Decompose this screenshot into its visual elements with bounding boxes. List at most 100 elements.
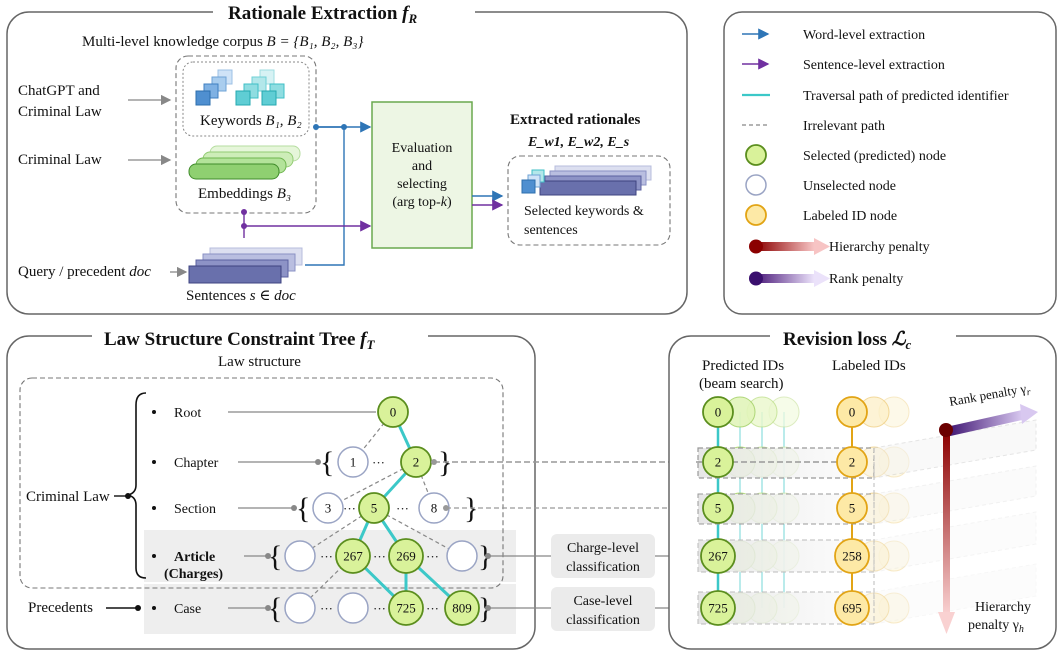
charge-cls-line2: classification	[566, 560, 640, 575]
svg-text:8: 8	[431, 501, 438, 516]
svg-text:0: 0	[715, 405, 722, 420]
tree-node-case-725: 725	[388, 590, 424, 626]
legend-unselected-node	[745, 174, 767, 196]
predicted-node-2: 5	[702, 492, 734, 524]
ellipsis-section-1: ···	[343, 501, 356, 516]
predicted-node-0: 0	[702, 396, 734, 428]
level-section: Section	[174, 502, 216, 517]
legend-label-3: Irrelevant path	[803, 119, 885, 134]
predicted-label-1: Predicted IDs	[702, 358, 784, 374]
hierarchy-penalty-arrow	[943, 432, 950, 614]
embeddings-icon	[188, 145, 301, 180]
law-tree-panel: Law Structure Constraint Tree fT Law str…	[6, 322, 700, 650]
tree-node-chapter-1: 1	[337, 446, 369, 478]
legend-label-5: Unselected node	[803, 179, 896, 194]
legend-hier-bar	[756, 242, 814, 251]
tree-node-article-empty-2	[446, 540, 478, 572]
tree-node-article-267: 267	[335, 538, 371, 574]
hierarchy-label-1: Hierarchy	[975, 600, 1031, 615]
predicted-label-2: (beam search)	[699, 376, 784, 392]
svg-text:1: 1	[350, 455, 357, 470]
tree-node-section-5: 5	[358, 492, 390, 524]
tree-node-article-269: 269	[388, 538, 424, 574]
legend-label-6: Labeled ID node	[803, 209, 897, 224]
selected-line2: sentences	[524, 223, 578, 238]
svg-text:725: 725	[396, 601, 416, 616]
svg-text:2: 2	[413, 455, 420, 470]
ellipsis-case-3: ···	[426, 601, 439, 616]
penalty-origin	[939, 423, 953, 437]
rationale-title: Rationale Extraction fR	[228, 3, 417, 26]
labeled-node-0: 0	[836, 396, 868, 428]
law-structure-label: Law structure	[218, 354, 301, 370]
legend-rank-bar	[756, 274, 814, 283]
svg-text:5: 5	[849, 501, 856, 516]
sentences-icon	[188, 247, 303, 284]
source-criminal-law: Criminal Law	[18, 152, 102, 168]
legend-label-8: Rank penalty	[829, 272, 903, 287]
selected-box	[507, 155, 671, 246]
level-root: Root	[174, 406, 201, 421]
embeddings-label: Embeddings B₃	[198, 186, 291, 202]
extracted-math: E_w1, E_w2, E_s	[527, 135, 630, 150]
selected-line1: Selected keywords &	[524, 204, 644, 219]
labeled-node-1: 2	[836, 446, 868, 478]
legend-selected-node	[745, 144, 767, 166]
legend-label-4: Selected (predicted) node	[803, 149, 946, 164]
legend-label-0: Word-level extraction	[803, 28, 925, 43]
svg-text:{: {	[268, 592, 282, 625]
legend-hier-dot	[749, 239, 763, 254]
case-cls-line2: classification	[566, 613, 640, 628]
level-case: Case	[174, 602, 201, 617]
keywords-icon	[195, 69, 285, 106]
comparison-slabs	[697, 419, 1037, 625]
svg-text:2: 2	[715, 455, 722, 470]
svg-text:695: 695	[842, 601, 862, 616]
level-charges: (Charges)	[164, 567, 223, 582]
predicted-node-3: 267	[700, 538, 736, 574]
predicted-node-4: 725	[700, 590, 736, 626]
svg-text:{: {	[320, 446, 334, 479]
ellipsis-article-3: ···	[426, 549, 439, 564]
case-classification-box	[551, 587, 655, 631]
eval-line2: and	[412, 159, 432, 174]
law-structure-box	[19, 377, 504, 589]
svg-text:3: 3	[325, 501, 332, 516]
svg-text:267: 267	[708, 549, 728, 564]
ellipsis-chapter: ···	[372, 455, 385, 470]
labeled-node-2: 5	[836, 492, 868, 524]
svg-text:5: 5	[715, 501, 722, 516]
ellipsis-section-2: ···	[396, 501, 409, 516]
legend-rank-dot	[749, 271, 763, 286]
criminal-law-label: Criminal Law	[26, 489, 110, 505]
tree-node-case-empty-2	[337, 592, 369, 624]
legend-frame	[723, 11, 1057, 315]
svg-text:809: 809	[452, 601, 472, 616]
eval-line3: selecting	[397, 177, 447, 192]
charge-classification-box	[551, 534, 655, 578]
labeled-label: Labeled IDs	[832, 358, 906, 374]
predicted-node-1: 2	[702, 446, 734, 478]
legend-label-1: Sentence-level extraction	[803, 58, 945, 73]
level-article: Article	[174, 550, 215, 565]
keywords-box	[182, 61, 310, 137]
tree-node-case-empty-1	[284, 592, 316, 624]
ellipsis-case-2: ···	[373, 601, 386, 616]
evaluation-box	[371, 101, 473, 249]
svg-text:725: 725	[708, 601, 728, 616]
legend-label-2: Traversal path of predicted identifier	[803, 89, 1009, 104]
level-chapter: Chapter	[174, 456, 219, 471]
svg-text:269: 269	[396, 549, 416, 564]
level-bullets	[152, 410, 156, 610]
svg-text:0: 0	[390, 405, 397, 420]
tree-node-case-809: 809	[444, 590, 480, 626]
ellipsis-article-2: ···	[373, 549, 386, 564]
precedents-label: Precedents	[28, 600, 93, 616]
revision-title: Revision loss ℒc	[783, 329, 911, 352]
revision-loss-panel: Revision loss ℒc Predicted IDs (beam sea…	[668, 322, 1057, 650]
sentences-label: Sentences s ∈ doc	[186, 288, 296, 304]
charge-cls-line1: Charge-level	[567, 541, 639, 556]
source-chatgpt-line2: Criminal Law	[18, 104, 102, 120]
corpus-label: Multi-level knowledge corpus B = {B₁, B₂…	[82, 34, 363, 50]
